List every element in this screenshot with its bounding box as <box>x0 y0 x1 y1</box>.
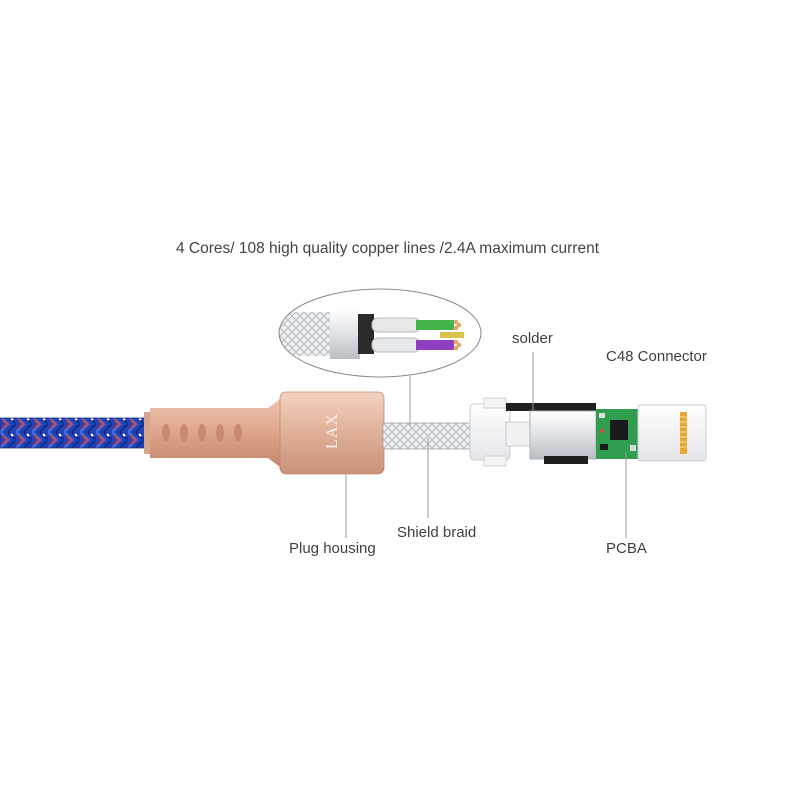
label-pcba: PCBA <box>606 540 647 557</box>
leader-lines <box>345 352 627 538</box>
lax-brand-logo: LAX <box>324 413 341 449</box>
plug-housing-shape <box>144 391 385 475</box>
braided-cable <box>0 417 149 449</box>
diagram-headline: 4 Cores/ 108 high quality copper lines /… <box>176 240 600 257</box>
label-shield-braid: Shield braid <box>397 524 477 541</box>
solder-insert <box>469 397 597 467</box>
label-plug-housing: Plug housing <box>289 540 376 557</box>
cable-cross-section-callout <box>278 288 482 378</box>
label-solder: solder <box>512 330 553 347</box>
shield-braid-mesh <box>382 422 476 450</box>
c48-connector-tip <box>637 404 707 462</box>
label-c48-connector: C48 Connector <box>606 348 707 365</box>
pcba-board <box>596 409 638 459</box>
